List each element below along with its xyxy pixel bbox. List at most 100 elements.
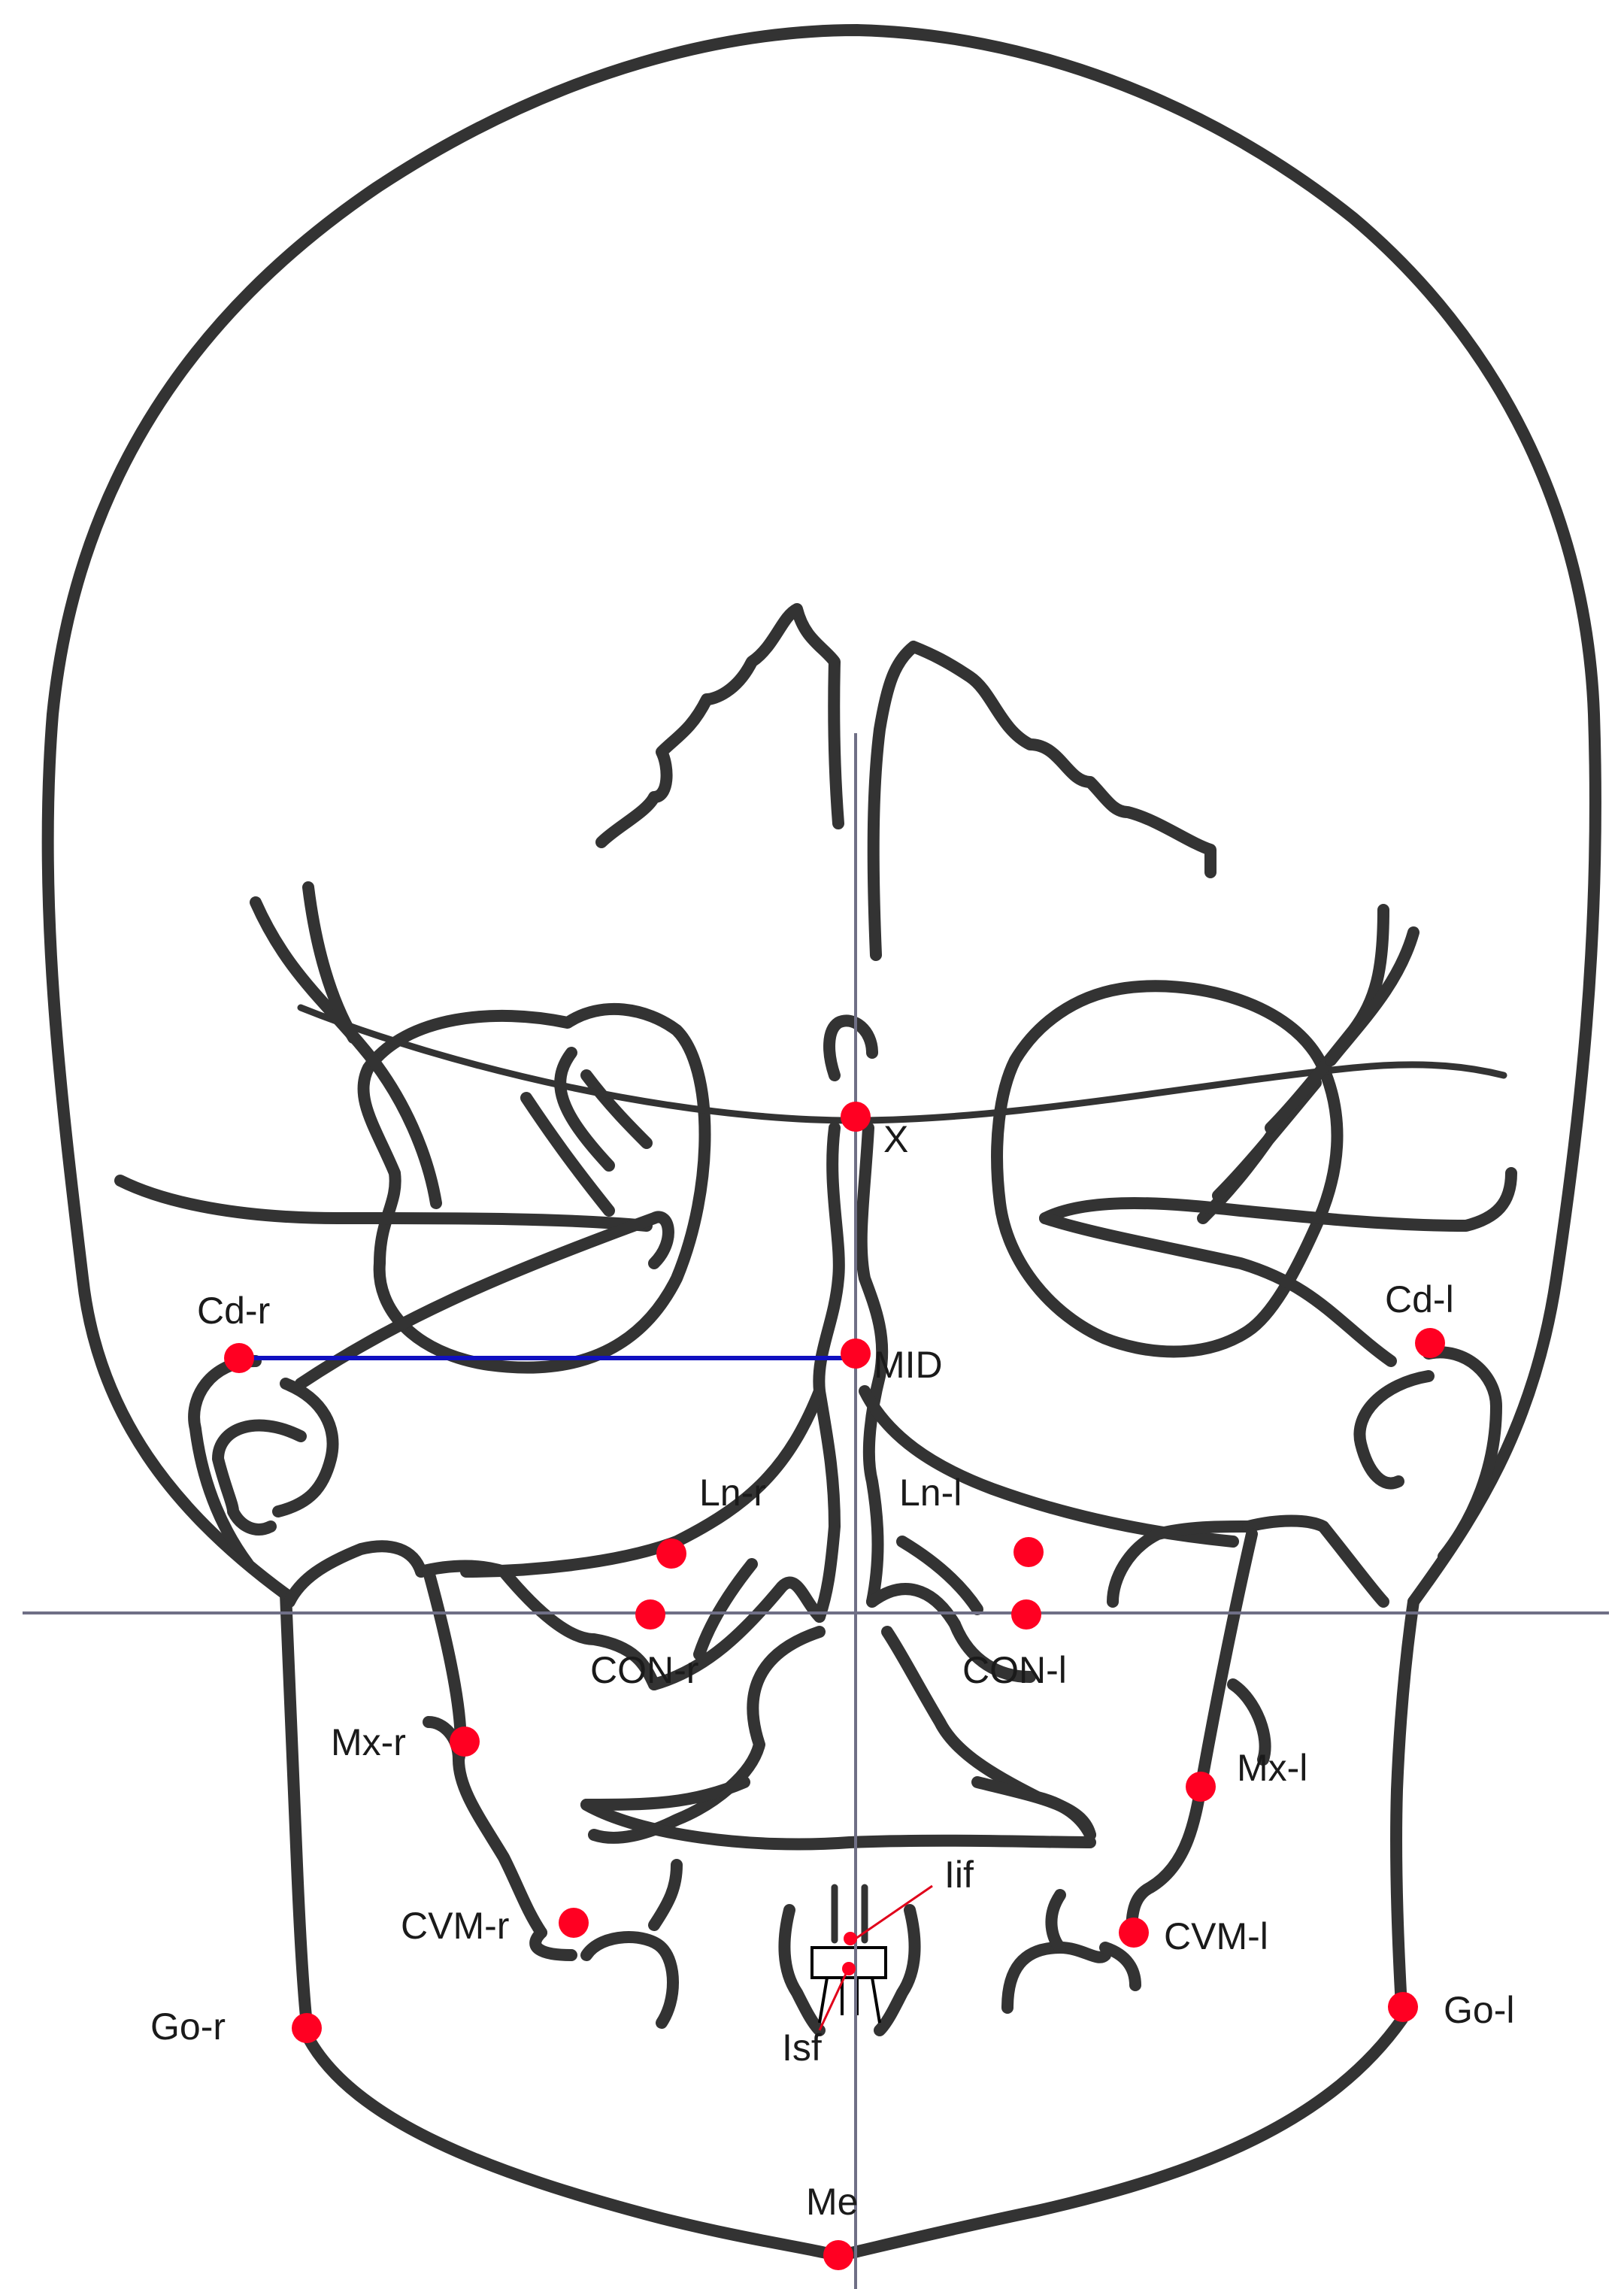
landmark-dot-x: [841, 1102, 871, 1132]
nasal-septum-right: [813, 1122, 845, 1623]
landmark-Cd-l[interactable]: Cd-l: [1385, 1278, 1454, 1358]
maxilla-left-upper: [1107, 1520, 1254, 1608]
incisor-crown-box: [810, 1946, 887, 1979]
landmark-dot-mid: [841, 1339, 871, 1369]
landmark-label-mx-l: Mx-l: [1237, 1747, 1307, 1789]
concha-right: [648, 1576, 826, 1690]
molar-right: [580, 1931, 679, 2029]
frontal-sinus-left: [867, 641, 1216, 961]
zygomatic-arch-left-lower: [1039, 1212, 1397, 1367]
zygomatic-arch-right: [114, 1175, 653, 1232]
molar-right-2: [529, 1927, 577, 1961]
orbital-fissure-right-1: [554, 1047, 615, 1172]
mandible-outline: [280, 1588, 1419, 2262]
palate-arch: [580, 1799, 1096, 1851]
landmark-label-ln-l: Ln-l: [899, 1472, 962, 1514]
condyle-right-hook: [272, 1378, 339, 1517]
landmark-dot-cd-r: [224, 1343, 254, 1373]
landmark-CVM-r[interactable]: CVM-r: [401, 1905, 589, 1947]
landmark-label-mid: MID: [874, 1344, 943, 1386]
zygomatic-buttress-right: [423, 1566, 547, 1939]
incisor-right-crown: [874, 1904, 921, 2036]
nasal-floor-right: [693, 1558, 758, 1660]
landmark-Ln-l[interactable]: Ln-l: [899, 1472, 1044, 1567]
orbit-left: [991, 980, 1344, 1358]
molar-left: [1001, 1942, 1111, 2014]
landmark-MID[interactable]: MID: [841, 1339, 943, 1386]
landmark-CON-l[interactable]: CON-l: [962, 1599, 1067, 1691]
landmark-dot-go-r: [292, 2013, 322, 2043]
condyle-left-inner: [1353, 1370, 1435, 1490]
landmark-label-cd-r: Cd-r: [197, 1290, 270, 1332]
molar-left-3: [1099, 1942, 1141, 1991]
zygomatic-buttress-left: [1126, 1528, 1258, 1939]
landmark-dot-con-l: [1011, 1599, 1041, 1630]
maxilla-left-lateral: [1242, 1514, 1389, 1608]
incisor-roots: [818, 1977, 881, 2024]
landmark-dot-cd-l: [1415, 1328, 1445, 1358]
landmark-label-x: X: [883, 1118, 908, 1160]
iif-pointer: [855, 1884, 933, 1940]
crista-galli: [823, 1014, 878, 1081]
palate-right: [588, 1626, 826, 1844]
landmark-dot-cvm-r: [559, 1908, 589, 1938]
maxilla-right-upper: [415, 1560, 660, 1690]
landmark-label-cvm-r: CVM-r: [401, 1905, 509, 1947]
landmark-Mx-r[interactable]: Mx-r: [331, 1721, 480, 1763]
landmark-X[interactable]: X: [841, 1102, 908, 1160]
infraorbital-left: [859, 1385, 1239, 1548]
orbit-right: [357, 1002, 711, 1374]
landmark-label-con-r: CON-r: [590, 1649, 698, 1691]
landmark-label-isf: Isf: [782, 2027, 822, 2069]
orbital-fissure-right-3: [580, 1069, 653, 1149]
landmark-Ln-r[interactable]: Ln-r: [656, 1472, 766, 1569]
incisor-left-crown: [778, 1904, 826, 2036]
condyle-right-inner: [212, 1419, 307, 1536]
landmark-Go-r[interactable]: Go-r: [150, 2006, 322, 2048]
landmark-CVM-l[interactable]: CVM-l: [1119, 1915, 1268, 1957]
landmark-dot-isf: [842, 1962, 856, 1975]
landmark-dot-me: [823, 2240, 853, 2270]
landmark-dot-iif: [844, 1932, 857, 1945]
condyle-right-outer: [188, 1355, 262, 1570]
landmark-label-cvm-l: CVM-l: [1164, 1915, 1268, 1957]
molar-right-3: [648, 1859, 683, 1931]
sphenoid-line-left: [1325, 926, 1419, 1066]
palate-base-left: [971, 1776, 1096, 1841]
molar-left-2: [1045, 1889, 1066, 1954]
landmark-Iif[interactable]: Iif: [844, 1854, 974, 1945]
concha-left: [866, 1583, 1036, 1683]
landmark-dot-mx-l: [1186, 1772, 1216, 1802]
landmark-Go-l[interactable]: Go-l: [1388, 1989, 1514, 2031]
landmark-dot-ln-r: [656, 1539, 686, 1569]
maxilla-right-lateral: [283, 1540, 427, 1608]
landmark-layer: X MID Cd-r Cd-l Ln-r Ln-l CON-r CON-l: [150, 1102, 1514, 2270]
landmark-label-mx-r: Mx-r: [331, 1721, 406, 1763]
landmark-label-iif: Iif: [944, 1854, 974, 1896]
landmark-Mx-l[interactable]: Mx-l: [1186, 1747, 1307, 1802]
landmark-dot-ln-l: [1013, 1537, 1044, 1567]
landmark-dot-con-r: [635, 1599, 665, 1630]
landmark-dot-cvm-l: [1119, 1918, 1149, 1948]
landmark-Me[interactable]: Me: [806, 2181, 858, 2270]
landmark-Cd-r[interactable]: Cd-r: [197, 1290, 270, 1373]
zygomatic-arch-left: [1039, 1167, 1517, 1232]
nasal-floor-left: [896, 1536, 983, 1615]
landmark-dot-go-l: [1388, 1992, 1418, 2022]
landmark-CON-r[interactable]: CON-r: [590, 1599, 698, 1691]
supraorbital-line: [297, 1004, 1507, 1124]
orbital-fissure-right-2: [520, 1092, 615, 1217]
infraorbital-right: [460, 1385, 826, 1578]
condyle-left-outer: [1423, 1346, 1502, 1563]
landmark-Isf[interactable]: Isf: [782, 1962, 856, 2069]
palate-base-right: [580, 1776, 750, 1811]
landmark-label-me: Me: [806, 2181, 858, 2223]
landmark-label-go-l: Go-l: [1444, 1989, 1514, 2031]
frontal-sinus-right: [595, 603, 844, 848]
zygomatic-arch-right-lower: [295, 1211, 674, 1390]
skull-outline: [41, 24, 1601, 1608]
landmark-label-ln-r: Ln-r: [699, 1472, 766, 1514]
landmark-dot-mx-r: [450, 1727, 480, 1757]
